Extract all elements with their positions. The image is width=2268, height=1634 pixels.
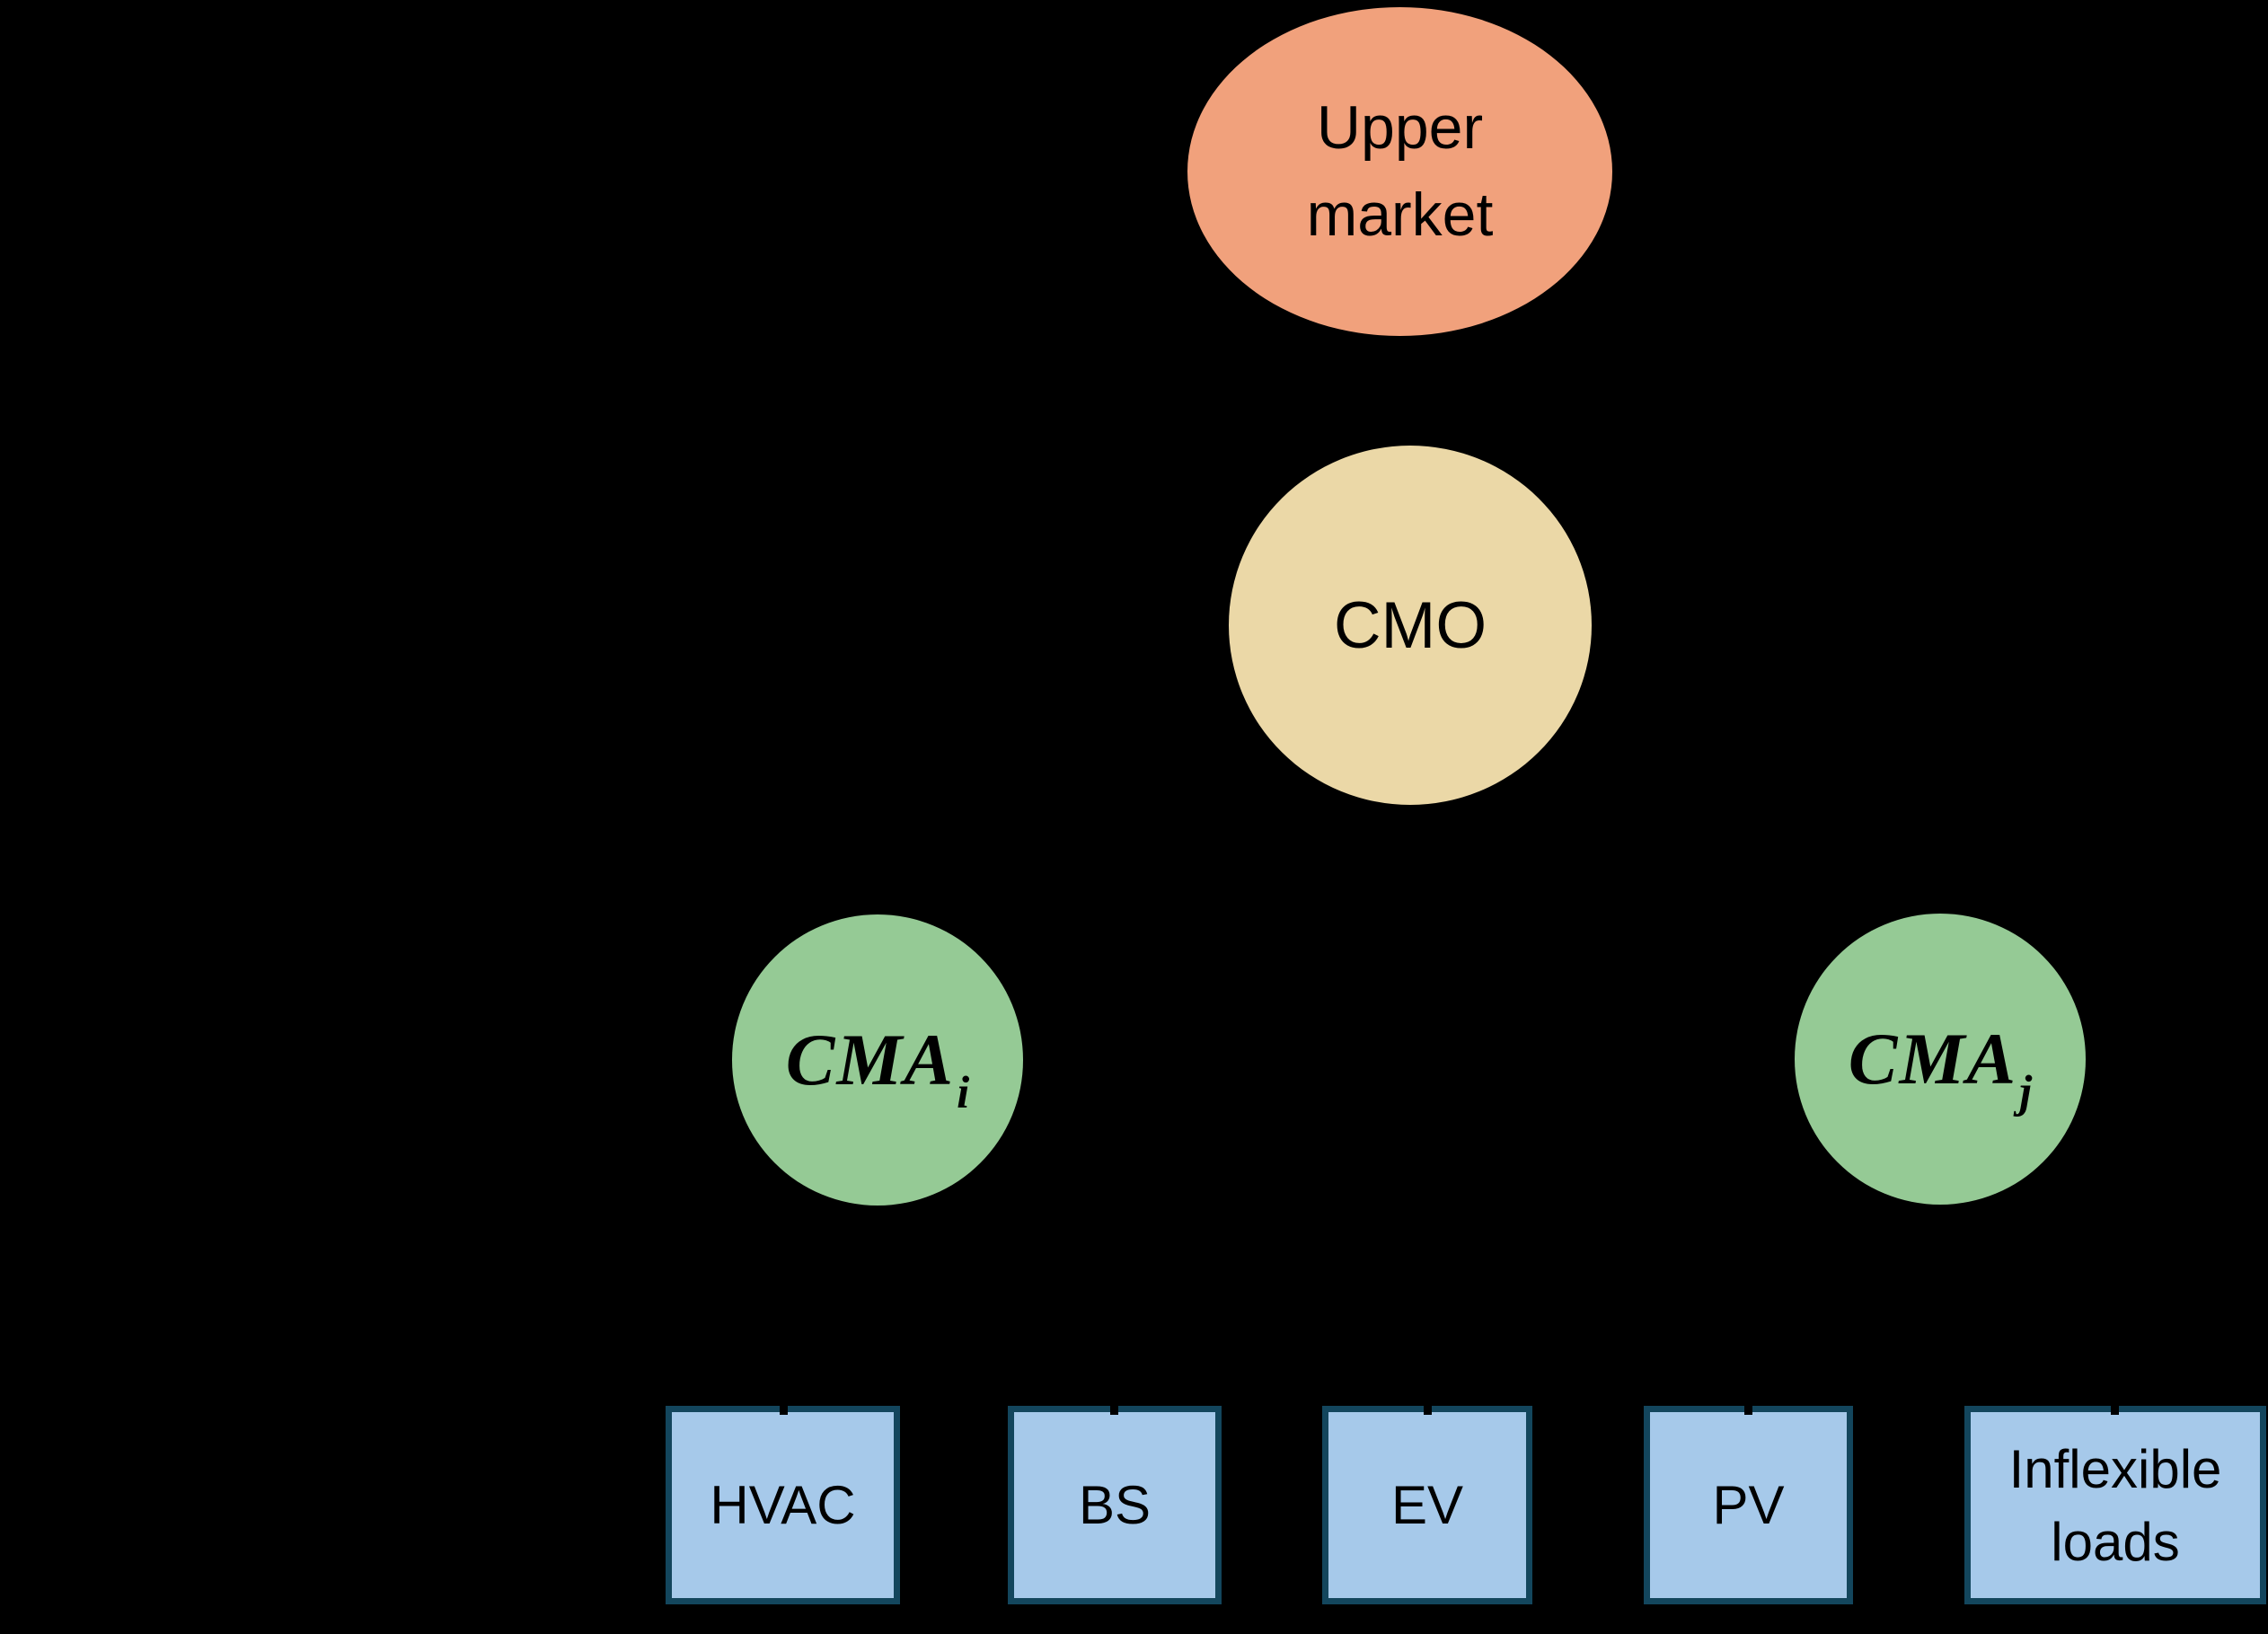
device-box-hvac: HVAC bbox=[666, 1406, 900, 1604]
connector-stub bbox=[2111, 1400, 2119, 1415]
cma-i-node: CMAi bbox=[732, 914, 1023, 1206]
device-box-bs: BS bbox=[1008, 1406, 1222, 1604]
cma-i-label: CMAi bbox=[785, 1019, 972, 1117]
device-label-hvac: HVAC bbox=[710, 1475, 856, 1535]
cmo-label: CMO bbox=[1333, 588, 1487, 662]
connector-stub bbox=[780, 1400, 788, 1415]
device-label-inflexible-loads: Inflexible loads bbox=[2008, 1438, 2222, 1572]
connector-stub bbox=[1424, 1400, 1432, 1415]
device-box-inflexible-loads: Inflexible loads bbox=[1964, 1406, 2266, 1604]
connector-stub bbox=[1744, 1400, 1752, 1415]
upper-market-label: Upper market bbox=[1306, 93, 1494, 249]
device-label-bs: BS bbox=[1078, 1475, 1152, 1535]
cma-j-label: CMAj bbox=[1848, 1018, 2034, 1117]
device-box-ev: EV bbox=[1322, 1406, 1532, 1604]
cmo-node: CMO bbox=[1229, 446, 1592, 805]
device-label-pv: PV bbox=[1712, 1475, 1785, 1535]
upper-market-node: Upper market bbox=[1187, 7, 1612, 336]
device-box-pv: PV bbox=[1644, 1406, 1853, 1604]
device-label-ev: EV bbox=[1390, 1475, 1464, 1535]
connector-stub bbox=[1110, 1400, 1118, 1415]
cma-j-node: CMAj bbox=[1795, 914, 2086, 1205]
